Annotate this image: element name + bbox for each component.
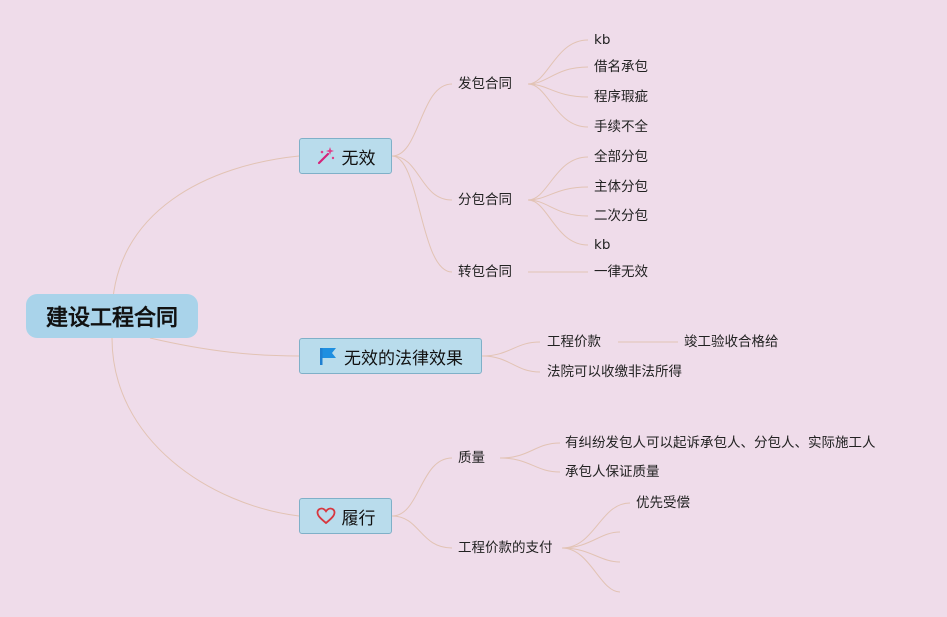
subtopic-court-confiscate[interactable]: 法院可以收缴非法所得 — [547, 364, 682, 380]
link-payment-leaf1 — [561, 502, 631, 549]
link-root-invalid — [111, 155, 300, 317]
link-invalid-sub — [391, 155, 453, 201]
leaf-item[interactable]: 手续不全 — [594, 119, 648, 135]
topic-invalid[interactable]: 无效 — [299, 138, 392, 174]
subtopic-quality[interactable]: 质量 — [458, 450, 485, 466]
leaf-item[interactable]: 承包人保证质量 — [565, 464, 660, 480]
root-label: 建设工程合同 — [45, 306, 178, 331]
link-perform-payment — [391, 515, 453, 549]
link-effect-price — [481, 341, 541, 357]
subtopic-subcontract[interactable]: 分包合同 — [458, 192, 512, 208]
link-payment-leaf3 — [561, 547, 621, 563]
subtopic-transfer[interactable]: 转包合同 — [458, 264, 512, 280]
link-root-effect — [149, 337, 300, 357]
leaf-item[interactable]: 二次分包 — [594, 208, 648, 224]
link-quality-leaf1 — [499, 442, 561, 459]
link-sub-leaf4 — [527, 199, 589, 246]
link-invalid-contract — [391, 83, 453, 157]
link-perform-quality — [391, 457, 453, 517]
topic-perform-label: 履行 — [341, 508, 376, 529]
leaf-item[interactable]: 一律无效 — [594, 264, 648, 280]
link-quality-leaf2 — [499, 457, 561, 473]
link-payment-leaf4 — [561, 547, 621, 593]
leaf-item[interactable]: 有纠纷发包人可以起诉承包人、分包人、实际施工人 — [565, 435, 876, 451]
link-payment-leaf2 — [561, 531, 621, 549]
link-root-perform — [111, 337, 300, 517]
link-sub-leaf2 — [527, 186, 589, 201]
link-effect-court — [481, 355, 541, 373]
leaf-item[interactable]: 程序瑕疵 — [594, 89, 648, 105]
subtopic-project-price[interactable]: 工程价款 — [547, 334, 601, 350]
leaf-item[interactable]: 主体分包 — [594, 179, 648, 195]
link-contract-leaf1 — [527, 39, 589, 85]
blue-flag-icon — [318, 346, 338, 366]
leaf-item[interactable]: 借名承包 — [594, 59, 648, 75]
sparkle-wand-icon — [316, 146, 336, 166]
topic-invalid-label: 无效 — [341, 148, 376, 169]
leaf-item[interactable]: 全部分包 — [594, 149, 648, 165]
topic-perform[interactable]: 履行 — [299, 498, 392, 534]
link-sub-leaf1 — [527, 156, 589, 201]
leaf-item[interactable]: 优先受偿 — [636, 495, 690, 511]
subtopic-contract[interactable]: 发包合同 — [458, 76, 512, 92]
leaf-item[interactable]: kb — [594, 32, 611, 48]
leaf-item[interactable]: kb — [594, 237, 611, 253]
topic-legal-effect[interactable]: 无效的法律效果 — [299, 338, 482, 374]
link-invalid-transfer — [391, 155, 453, 273]
root-topic[interactable]: 建设工程合同 — [26, 294, 198, 338]
heart-icon — [316, 507, 336, 525]
subtopic-payment[interactable]: 工程价款的支付 — [458, 540, 553, 556]
link-contract-leaf3 — [527, 83, 589, 98]
link-contract-leaf4 — [527, 83, 589, 128]
leaf-item[interactable]: 竣工验收合格给 — [684, 334, 779, 350]
link-sub-leaf3 — [527, 199, 589, 217]
link-contract-leaf2 — [527, 66, 589, 85]
topic-legal-effect-label: 无效的法律效果 — [344, 348, 463, 369]
